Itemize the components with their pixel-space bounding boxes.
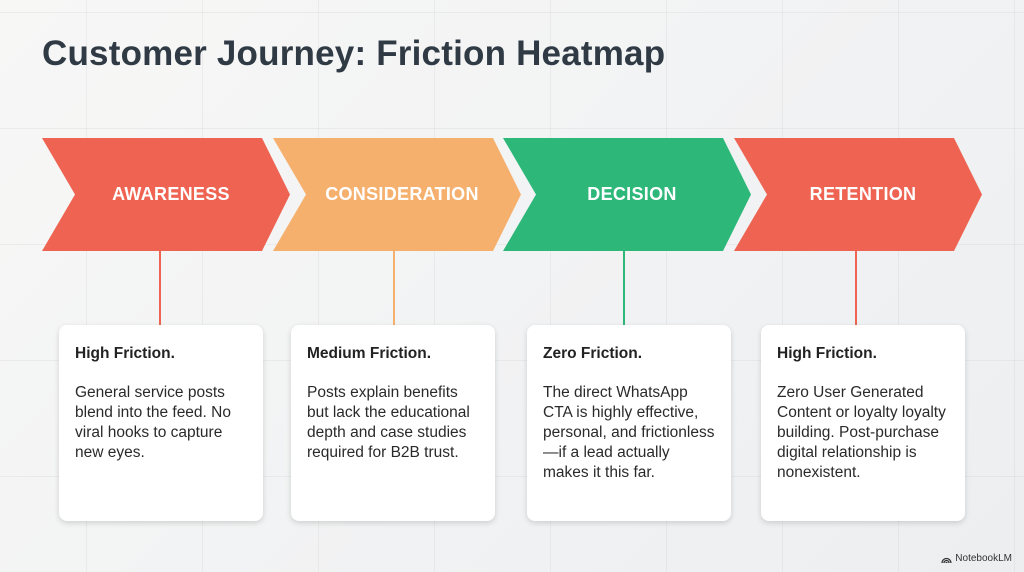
page-title: Customer Journey: Friction Heatmap bbox=[42, 34, 666, 73]
connector-line bbox=[855, 251, 857, 325]
card-text: Zero User Generated Content or loyalty l… bbox=[777, 384, 946, 481]
card-heading: High Friction. bbox=[777, 345, 877, 362]
card-heading: Medium Friction. bbox=[307, 345, 431, 362]
card-heading: Zero Friction. bbox=[543, 345, 643, 362]
stage-label: DECISION bbox=[587, 184, 677, 204]
card-text: General service posts blend into the fee… bbox=[75, 384, 231, 461]
connector-line bbox=[393, 251, 395, 325]
stage-decision-chevron: DECISION bbox=[503, 138, 751, 251]
brand-name: NotebookLM bbox=[955, 553, 1012, 564]
friction-card-retention: High Friction. Zero User Generated Conte… bbox=[761, 325, 965, 521]
friction-card-awareness: High Friction. General service posts ble… bbox=[59, 325, 263, 521]
stage-retention-chevron: RETENTION bbox=[734, 138, 982, 251]
card-text: The direct WhatsApp CTA is highly effect… bbox=[543, 384, 715, 481]
card-heading: High Friction. bbox=[75, 345, 175, 362]
stage-label: RETENTION bbox=[809, 184, 917, 204]
brand-watermark: NotebookLM bbox=[941, 553, 1012, 564]
connector-line bbox=[623, 251, 625, 325]
connector-line bbox=[159, 251, 161, 325]
card-text: Posts explain benefits but lack the educ… bbox=[307, 384, 470, 461]
friction-card-decision: Zero Friction. The direct WhatsApp CTA i… bbox=[527, 325, 731, 521]
notebooklm-logo-icon bbox=[941, 557, 952, 563]
stage-consideration-chevron: CONSIDERATION bbox=[273, 138, 521, 251]
stage-label: AWARENESS bbox=[112, 184, 230, 204]
friction-card-consideration: Medium Friction. Posts explain benefits … bbox=[291, 325, 495, 521]
stage-label: CONSIDERATION bbox=[325, 184, 479, 204]
stage-awareness-chevron: AWARENESS bbox=[42, 138, 290, 251]
